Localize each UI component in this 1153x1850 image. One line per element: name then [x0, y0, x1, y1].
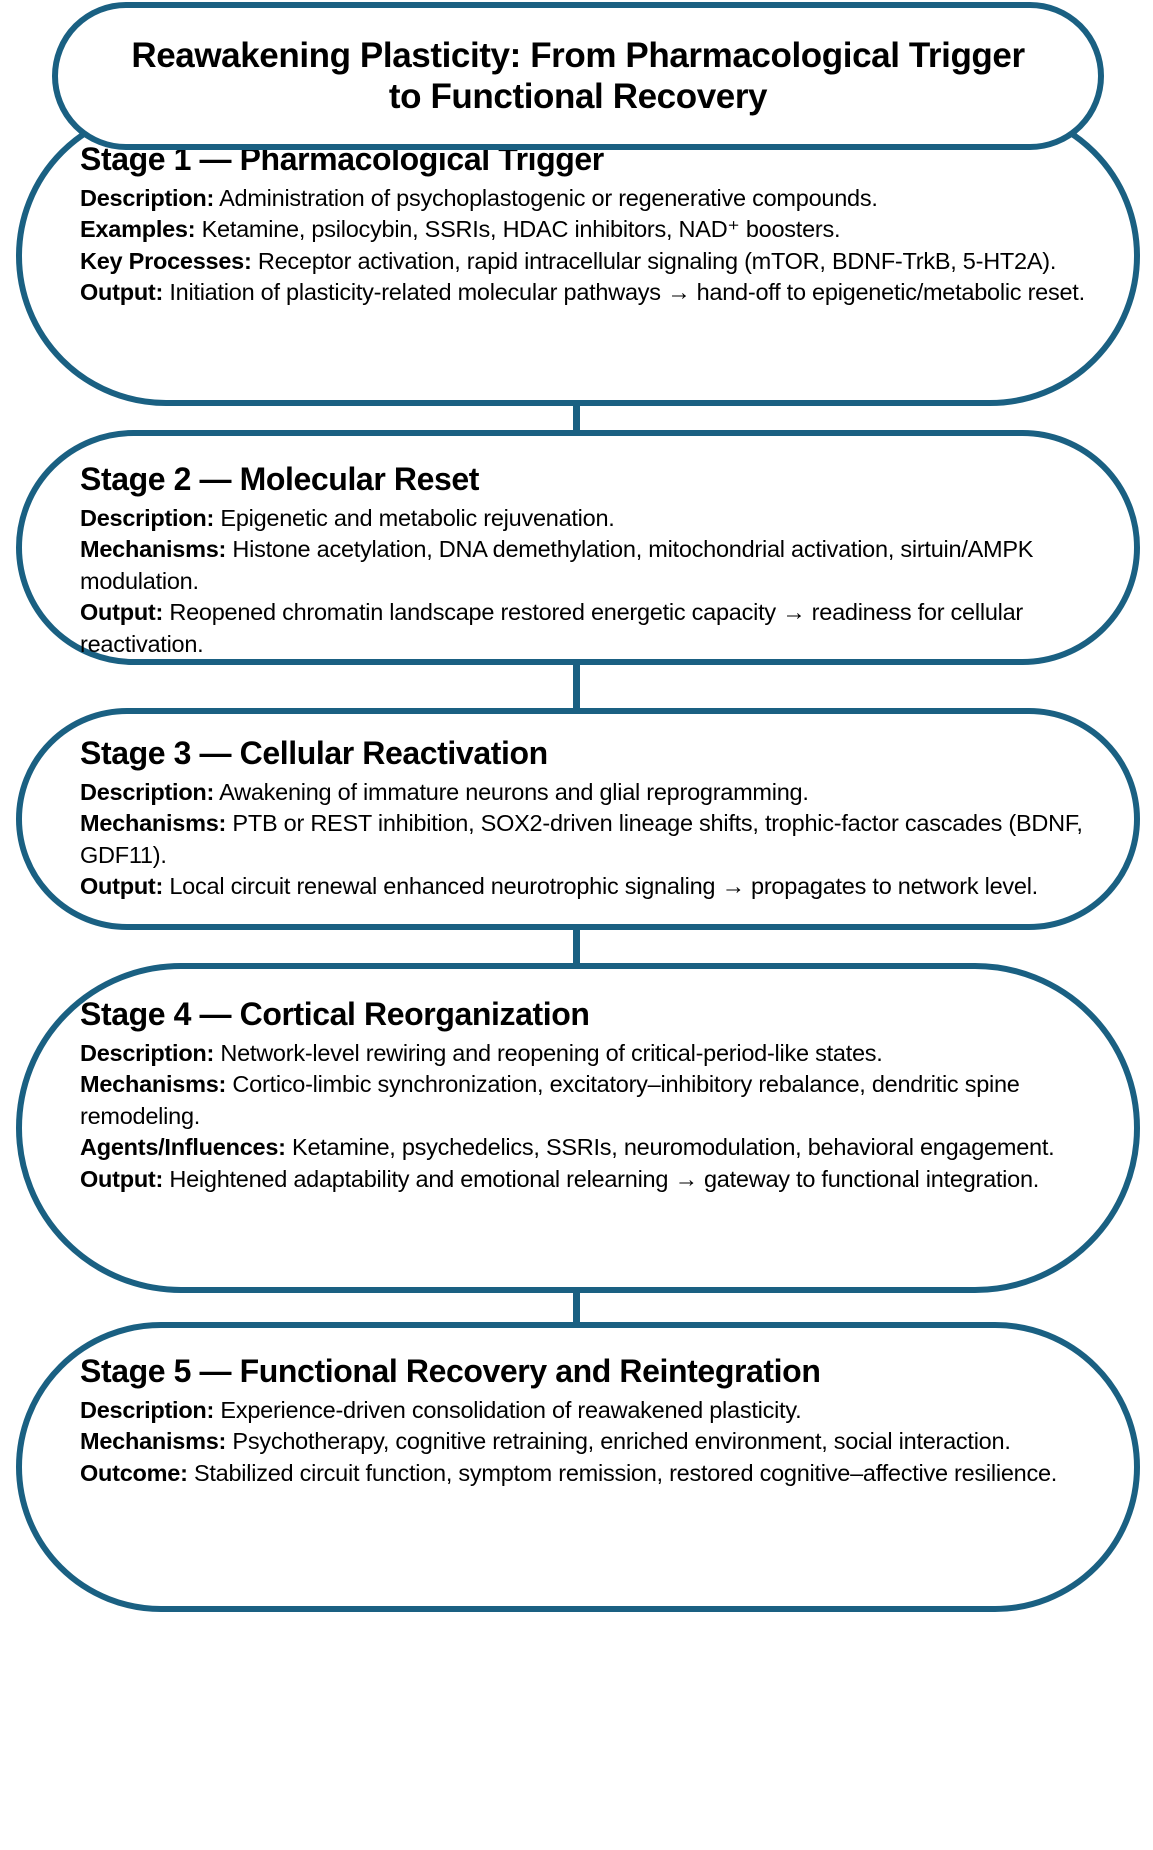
- stage-field-2-2: Output: Reopened chromatin landscape res…: [80, 597, 1088, 660]
- field-label: Description:: [80, 504, 215, 531]
- field-label: Output:: [80, 599, 164, 626]
- field-value: Epigenetic and metabolic rejuvenation.: [214, 504, 615, 531]
- field-label: Description:: [80, 1039, 215, 1066]
- connector-stage1-stage2: [572, 398, 580, 438]
- stage-field-5-0: Description: Experience-driven consolida…: [80, 1395, 1088, 1426]
- stage-field-2-0: Description: Epigenetic and metabolic re…: [80, 503, 1088, 534]
- stage-field-3-2: Output: Local circuit renewal enhanced n…: [80, 871, 1088, 902]
- stage-field-1-1: Examples: Ketamine, psilocybin, SSRIs, H…: [80, 214, 1088, 245]
- stage-field-4-0: Description: Network-level rewiring and …: [80, 1038, 1088, 1069]
- stage-heading-5: Stage 5 — Functional Recovery and Reinte…: [80, 1353, 821, 1389]
- stage-field-1-0: Description: Administration of psychopla…: [80, 183, 1088, 214]
- field-value: Histone acetylation, DNA demethylation, …: [80, 536, 1034, 594]
- field-label: Description:: [80, 1396, 215, 1423]
- field-label: Outcome:: [80, 1459, 188, 1486]
- field-label: Mechanisms:: [80, 1071, 227, 1098]
- field-label: Output:: [80, 279, 164, 306]
- stage-field-4-2: Agents/Influences: Ketamine, psychedelic…: [80, 1132, 1088, 1163]
- stage-node-4: Stage 4 — Cortical Reorganization Descri…: [16, 963, 1140, 1293]
- stage-field-1-3: Output: Initiation of plasticity-related…: [80, 277, 1088, 308]
- field-label: Mechanisms:: [80, 1428, 227, 1455]
- field-label: Mechanisms:: [80, 536, 227, 563]
- field-value: Reopened chromatin landscape restored en…: [80, 599, 1024, 657]
- stage-heading-4: Stage 4 — Cortical Reorganization: [80, 996, 590, 1032]
- field-label: Key Processes:: [80, 247, 252, 274]
- stage-content-1: Stage 1 — Pharmacological Trigger Descri…: [80, 112, 1088, 400]
- stage-field-4-3: Output: Heightened adaptability and emot…: [80, 1164, 1088, 1195]
- stage-field-5-1: Mechanisms: Psychotherapy, cognitive ret…: [80, 1426, 1088, 1457]
- stage-content-5: Stage 5 — Functional Recovery and Reinte…: [80, 1328, 1088, 1606]
- field-label: Description:: [80, 778, 215, 805]
- stage-content-2: Stage 2 — Molecular Reset Description: E…: [80, 436, 1088, 659]
- field-label: Mechanisms:: [80, 810, 227, 837]
- stage-content-4: Stage 4 — Cortical Reorganization Descri…: [80, 969, 1088, 1287]
- field-value: Heightened adaptability and emotional re…: [163, 1165, 1040, 1192]
- field-value: PTB or REST inhibition, SOX2-driven line…: [80, 810, 1083, 868]
- stage-node-2: Stage 2 — Molecular Reset Description: E…: [16, 430, 1140, 665]
- page-title: Reawakening Plasticity: From Pharmacolog…: [131, 35, 1025, 116]
- connector-stage3-stage4: [572, 922, 580, 971]
- field-value: Cortico-limbic synchronization, excitato…: [80, 1071, 1020, 1129]
- field-label: Agents/Influences:: [80, 1134, 286, 1161]
- field-value: Awakening of immature neurons and glial …: [214, 778, 809, 805]
- field-label: Output:: [80, 1165, 164, 1192]
- field-value: Receptor activation, rapid intracellular…: [251, 247, 1057, 274]
- field-value: Psychotherapy, cognitive retraining, enr…: [226, 1428, 1011, 1455]
- field-value: Network-level rewiring and reopening of …: [214, 1039, 883, 1066]
- field-value: Ketamine, psilocybin, SSRIs, HDAC inhibi…: [195, 216, 841, 243]
- field-label: Description:: [80, 184, 215, 211]
- diagram-title-content: Reawakening Plasticity: From Pharmacolog…: [118, 8, 1038, 144]
- field-value: Stabilized circuit function, symptom rem…: [187, 1459, 1058, 1486]
- stage-node-5: Stage 5 — Functional Recovery and Reinte…: [16, 1322, 1140, 1612]
- stage-heading-2: Stage 2 — Molecular Reset: [80, 461, 480, 497]
- field-label: Examples:: [80, 216, 196, 243]
- stage-field-5-2: Outcome: Stabilized circuit function, sy…: [80, 1458, 1088, 1489]
- stage-field-2-1: Mechanisms: Histone acetylation, DNA dem…: [80, 534, 1088, 597]
- field-value: Local circuit renewal enhanced neurotrop…: [163, 873, 1038, 900]
- field-value: Ketamine, psychedelics, SSRIs, neuromodu…: [285, 1134, 1055, 1161]
- stage-node-3: Stage 3 — Cellular Reactivation Descript…: [16, 708, 1140, 930]
- connector-stage2-stage3: [572, 658, 580, 716]
- field-value: Experience-driven consolidation of reawa…: [214, 1396, 802, 1423]
- stage-content-3: Stage 3 — Cellular Reactivation Descript…: [80, 714, 1088, 924]
- stage-field-3-1: Mechanisms: PTB or REST inhibition, SOX2…: [80, 808, 1088, 871]
- diagram-title-node: Reawakening Plasticity: From Pharmacolog…: [52, 2, 1104, 150]
- stage-node-1: Stage 1 — Pharmacological Trigger Descri…: [16, 106, 1140, 406]
- stage-field-4-1: Mechanisms: Cortico-limbic synchronizati…: [80, 1069, 1088, 1132]
- stage-heading-3: Stage 3 — Cellular Reactivation: [80, 735, 548, 771]
- field-value: Administration of psychoplastogenic or r…: [214, 184, 878, 211]
- stage-field-1-2: Key Processes: Receptor activation, rapi…: [80, 246, 1088, 277]
- stage-field-3-0: Description: Awakening of immature neuro…: [80, 777, 1088, 808]
- connector-stage4-stage5: [572, 1286, 580, 1330]
- field-value: Initiation of plasticity-related molecul…: [163, 279, 1085, 306]
- field-label: Output:: [80, 873, 164, 900]
